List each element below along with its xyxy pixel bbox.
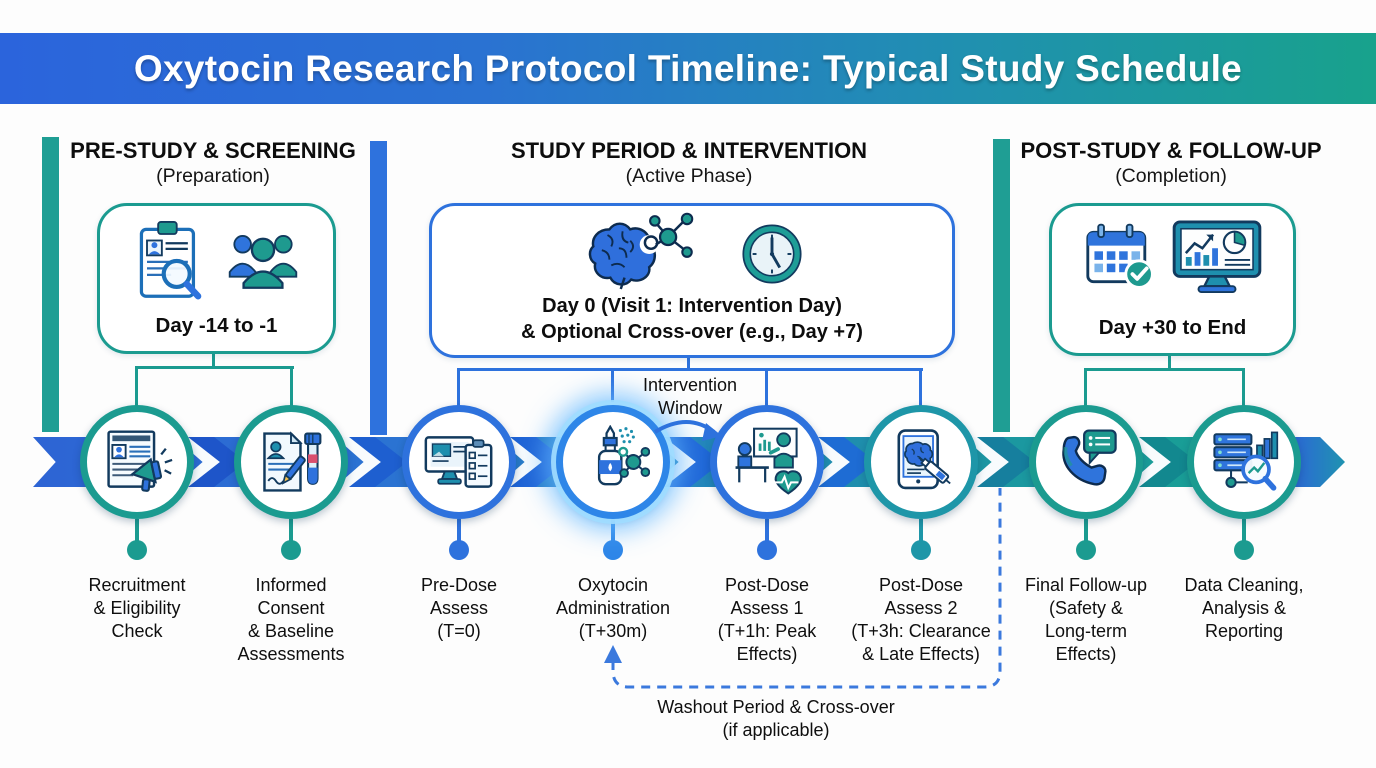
clock-icon (742, 224, 802, 284)
phase-divider-bar-mid (370, 141, 387, 435)
node-stem (457, 519, 461, 543)
phase-2-subtitle: (Active Phase) (625, 165, 753, 187)
node-label: Post-Dose Assess 2 (T+3h: Clearance & La… (851, 575, 991, 664)
timeline-node-data-analysis (1187, 405, 1301, 519)
node-label: Data Cleaning, Analysis & Reporting (1184, 575, 1304, 641)
connector-line (687, 352, 690, 370)
phase-2-day-label: Day 0 (Visit 1: Intervention Day) & Opti… (521, 295, 863, 343)
node-stem (1084, 519, 1088, 543)
node-dot (1076, 540, 1096, 560)
node-dot (911, 540, 931, 560)
connector-line (457, 368, 460, 408)
node-label: Recruitment & Eligibility Check (88, 575, 186, 641)
tablet-syringe-icon (897, 429, 951, 490)
phase-divider-bar-left (42, 137, 59, 432)
node-stem (289, 519, 293, 543)
phase-3-title: POST-STUDY & FOLLOW-UP (1020, 138, 1322, 163)
phase-3-box: Day +30 to End (1049, 203, 1296, 356)
node-dot (1234, 540, 1254, 560)
recruitment-megaphone-icon (107, 430, 173, 492)
node-label: Oxytocin Administration (T+30m) (555, 575, 671, 641)
phase-2-title: STUDY PERIOD & INTERVENTION (510, 138, 868, 163)
connector-line (611, 368, 614, 402)
node-stem (135, 519, 139, 543)
phase-1-title: PRE-STUDY & SCREENING (70, 138, 356, 163)
node-stem (1242, 519, 1246, 543)
connector-line (212, 348, 215, 368)
brain-molecule-icon (588, 212, 694, 290)
phase-1-box: Day -14 to -1 (97, 203, 336, 354)
connector-line (1242, 368, 1245, 408)
timeline-node-consent (234, 405, 348, 519)
phase-3-subtitle: (Completion) (1115, 165, 1227, 187)
timeline-node-recruitment (80, 405, 194, 519)
node-dot (449, 540, 469, 560)
node-dot (281, 540, 301, 560)
phase-1-day-label: Day -14 to -1 (155, 314, 278, 338)
connector-line (290, 366, 293, 408)
node-label: Final Follow-up (Safety & Long-term Effe… (1024, 575, 1148, 664)
predose-monitor-icon (424, 436, 493, 488)
washout-label: Washout Period & Cross-over (if applicab… (657, 697, 895, 740)
connector-line (1084, 368, 1087, 408)
session-assessment-icon (735, 427, 802, 495)
data-analysis-icon (1213, 431, 1279, 491)
timeline-node-oxytocin-administration (556, 405, 670, 519)
node-dot (603, 540, 623, 560)
timeline-node-predose (402, 405, 516, 519)
timeline-node-postdose-2 (864, 405, 978, 519)
node-dot (127, 540, 147, 560)
timeline-node-postdose-1 (710, 405, 824, 519)
connector-line (135, 366, 294, 369)
node-dot (757, 540, 777, 560)
calendar-check-icon (1085, 223, 1154, 289)
connector-line (457, 368, 923, 371)
consent-document-icon (263, 431, 322, 492)
monitor-analytics-icon (1172, 220, 1261, 294)
page-title: Oxytocin Research Protocol Timeline: Typ… (133, 47, 1243, 89)
node-label: Informed Consent & Baseline Assessments (237, 575, 345, 664)
intervention-window-label: Intervention Window (642, 375, 738, 418)
phase-2-box: Day 0 (Visit 1: Intervention Day) & Opti… (429, 203, 955, 358)
node-label: Pre-Dose Assess (T=0) (420, 575, 498, 641)
phase-1-subtitle: (Preparation) (156, 165, 270, 187)
timeline-node-followup (1029, 405, 1143, 519)
phone-followup-icon (1062, 429, 1117, 486)
connector-line (135, 366, 138, 408)
connector-line (1084, 368, 1245, 371)
phase-3-day-label: Day +30 to End (1098, 316, 1247, 340)
clipboard-magnifier-icon (139, 221, 201, 300)
connector-line (919, 368, 922, 408)
connector-line (765, 368, 768, 408)
participants-icon (228, 235, 297, 289)
connector-line (1168, 350, 1171, 370)
nasal-spray-icon (597, 425, 650, 486)
phase-divider-bar-right (993, 139, 1010, 432)
header-band: Oxytocin Research Protocol Timeline: Typ… (0, 33, 1376, 104)
